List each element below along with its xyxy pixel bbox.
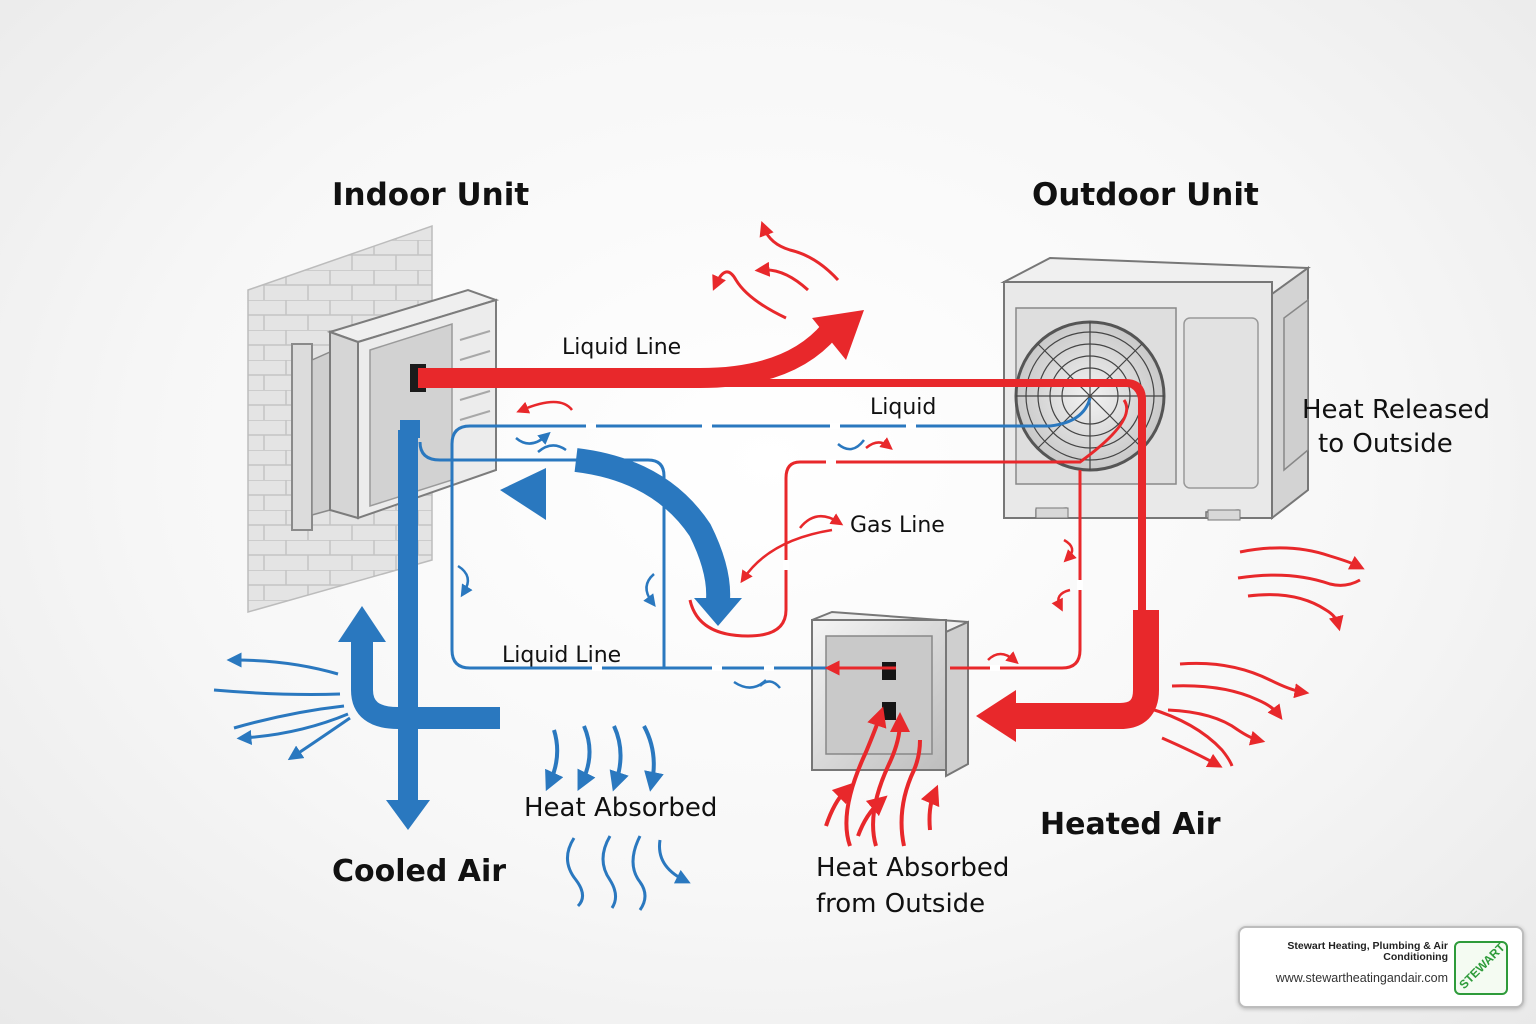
heat-exchanger-coil bbox=[811, 610, 969, 778]
company-name: Stewart Heating, Plumbing & Air Conditio… bbox=[1287, 940, 1448, 963]
company-logo: STEWART bbox=[1454, 941, 1508, 995]
outdoor-unit-label: Outdoor Unit bbox=[1032, 177, 1259, 213]
heat-absorbed-arrows bbox=[545, 725, 664, 792]
cooled-air-label: Cooled Air bbox=[332, 854, 506, 889]
diagram-labels: Indoor Unit Outdoor Unit Liquid Line Liq… bbox=[332, 177, 1490, 919]
heat-absorbed-label: Heat Absorbed bbox=[524, 793, 717, 823]
indoor-air-streams bbox=[213, 652, 351, 761]
heat-released-label-2: to Outside bbox=[1318, 429, 1453, 459]
outdoor-unit-illustration bbox=[1000, 256, 1311, 521]
cooled-air-arrowheads bbox=[338, 420, 742, 830]
blue-curl-arrows bbox=[457, 431, 865, 689]
heated-air-return-arrow bbox=[976, 610, 1159, 742]
liquid-line-pipe bbox=[418, 310, 1146, 610]
gas-line-label: Gas Line bbox=[850, 513, 945, 538]
gas-dash-marks bbox=[783, 459, 1083, 671]
heat-absorbed-outside-label: Heat Absorbed bbox=[816, 853, 1009, 883]
liquid-label: Liquid bbox=[870, 395, 936, 420]
heat-released-label: Heat Released bbox=[1302, 395, 1490, 425]
red-curl-arrows bbox=[516, 400, 1077, 665]
indoor-unit-label: Indoor Unit bbox=[332, 177, 529, 213]
company-logo-text: STEWART bbox=[1456, 941, 1508, 992]
heat-released-waves bbox=[1147, 546, 1365, 768]
liquid-line-bottom-label: Liquid Line bbox=[502, 643, 621, 668]
heat-absorbed-waves bbox=[566, 835, 691, 911]
outside-heat-absorbed-arrows bbox=[824, 706, 940, 847]
company-badge[interactable]: Stewart Heating, Plumbing & Air Conditio… bbox=[1238, 926, 1524, 1008]
heat-released-top-arrows bbox=[712, 220, 840, 320]
cooled-air-flow bbox=[351, 430, 731, 800]
refrigerant-dash-marks bbox=[586, 423, 916, 671]
refrigerant-liquid-loop bbox=[418, 397, 1092, 670]
liquid-line-top-label: Liquid Line bbox=[562, 335, 681, 360]
heated-air-label: Heated Air bbox=[1040, 807, 1221, 842]
heat-absorbed-outside-label-2: from Outside bbox=[816, 889, 985, 919]
company-url-link[interactable]: www.stewartheatingandair.com bbox=[1275, 971, 1448, 985]
